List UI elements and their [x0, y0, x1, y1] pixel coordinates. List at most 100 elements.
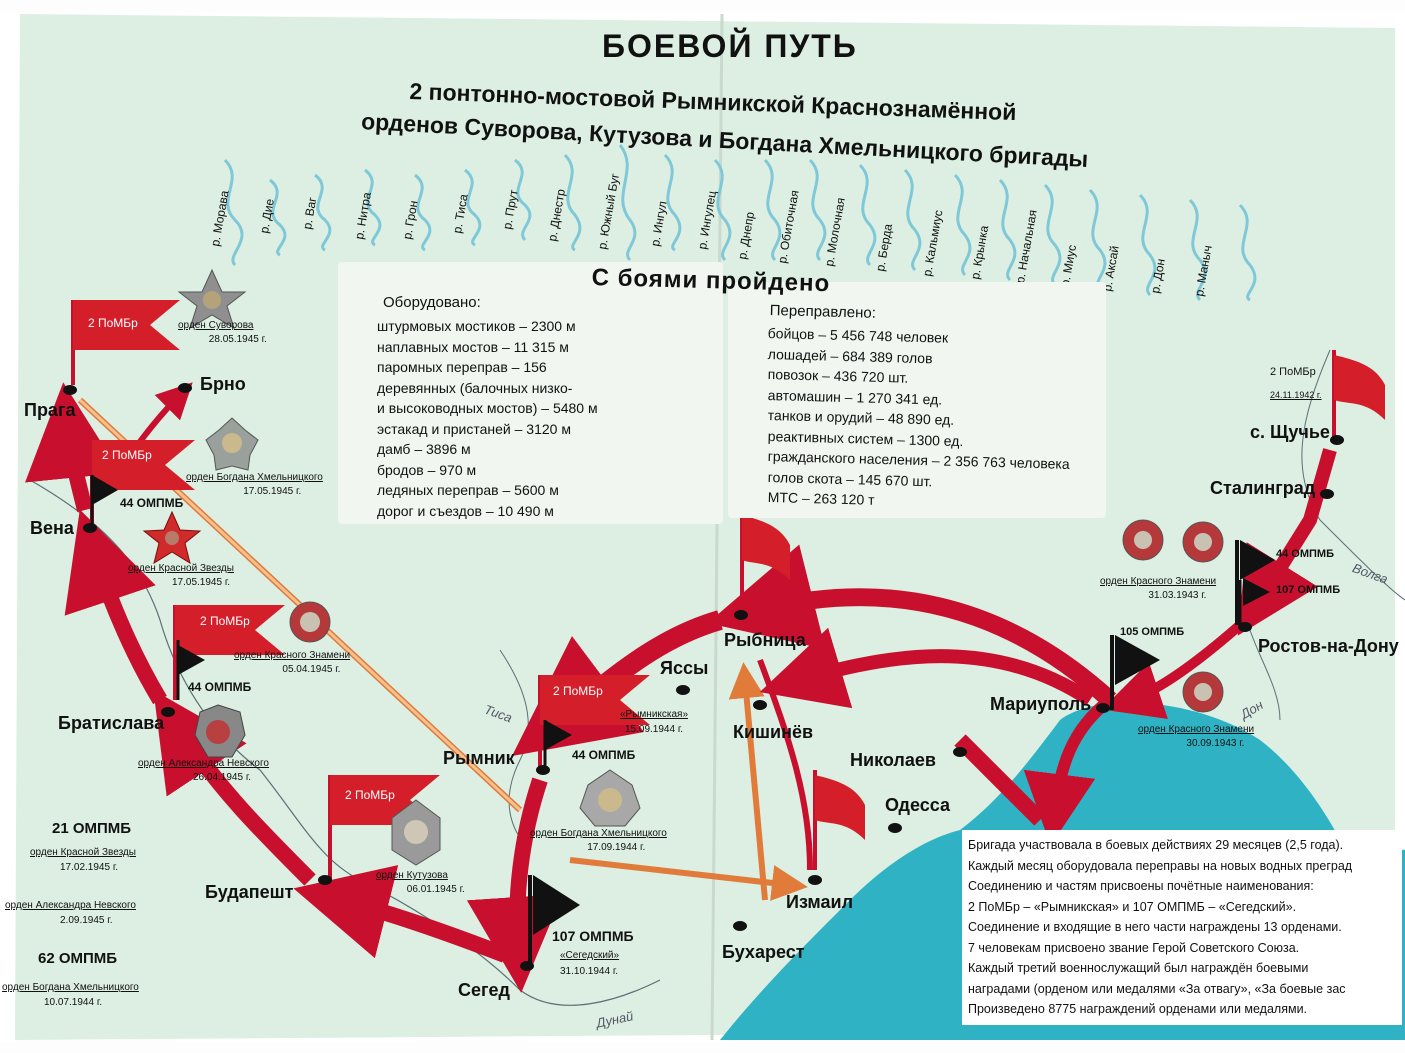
- red-flag-rymnik: [538, 675, 650, 770]
- black-flag-vienna: [90, 475, 118, 525]
- red-flag-shchuchye: [1332, 350, 1385, 440]
- orange-route-izmail-kishinev: [728, 662, 768, 901]
- award-name-4: орден Александра Невского: [138, 758, 269, 769]
- rymnikskaya-name: «Рымникская»: [620, 709, 689, 720]
- city-izmail: Измаил: [786, 892, 854, 912]
- info-line: Соединение и входящие в него части награ…: [968, 920, 1342, 934]
- info-line: наградами (орденом или медалями «За отва…: [968, 981, 1346, 996]
- award-name-1: орден Богдана Хмельницкого: [186, 472, 323, 483]
- city-mariupol: Мариуполь: [990, 694, 1092, 714]
- ferried-stats-box: [728, 282, 1106, 518]
- city-rybnitsa: Рыбница: [724, 630, 806, 650]
- flag-label-prague: 2 ПоМБр: [88, 316, 138, 330]
- award-name-7: орден Красного Знамени: [1100, 576, 1217, 587]
- equipped-item: дамб – 3896 м: [377, 441, 471, 457]
- route-budapest-bratislava: [153, 690, 316, 886]
- equipped-item: и высоководных мостов) – 5480 м: [377, 400, 598, 416]
- award-name-3: орден Красного Знамени: [234, 650, 351, 661]
- medal-red-banner-4-icon: [1182, 671, 1224, 713]
- info-line: 7 человекам присвоено звание Герой Совет…: [968, 940, 1300, 955]
- city-rymnik: Рымник: [443, 748, 515, 768]
- unit-44-rymnik: 44 ОМПМБ: [572, 748, 636, 762]
- medal-nevsky-icon: [194, 704, 246, 758]
- unit-105-mariupol: 105 ОМПМБ: [1120, 626, 1185, 638]
- medal-khmelnitsky-2-icon: [579, 769, 641, 827]
- award-name-5: орден Кутузова: [376, 870, 448, 881]
- award-date-6: 17.09.1944 г.: [587, 842, 646, 853]
- medal-khmelnitsky-icon: [205, 417, 259, 471]
- black-flag-mariupol: [1110, 635, 1160, 710]
- medal-suvorov-icon: [177, 268, 247, 330]
- unit-44-bratislava: 44 ОМПМБ: [188, 680, 252, 694]
- legend-21-order2: орден Александра Невского: [5, 900, 136, 911]
- equipped-item: дорог и съездов – 10 490 м: [377, 502, 554, 519]
- medal-red-banner-icon: [289, 601, 331, 643]
- medal-red-banner-3-icon: [1182, 521, 1224, 563]
- medal-red-star-icon: [142, 510, 202, 565]
- award-date-2: 17.05.1945 г.: [172, 577, 231, 588]
- black-flag-bratislava: [176, 640, 205, 700]
- equipped-item: эстакад и пристаней – 3120 м: [377, 420, 571, 437]
- award-name-6: орден Богдана Хмельницкого: [530, 828, 667, 839]
- city-budapest: Будапешт: [205, 882, 294, 902]
- city-bucharest: Бухарест: [722, 942, 805, 962]
- legend-62-order: орден Богдана Хмельницкого: [2, 982, 139, 993]
- flag-label-rymnik: 2 ПоМБр: [553, 684, 603, 698]
- route-nikolaev: [954, 734, 1046, 826]
- equipped-item: паромных переправ – 156: [377, 359, 547, 375]
- medal-red-banner-2-icon: [1122, 519, 1164, 561]
- red-flag-izmail: [813, 770, 865, 870]
- award-date-1: 17.05.1945 г.: [243, 486, 302, 497]
- city-bratislava: Братислава: [58, 713, 165, 733]
- unit-107-szeged: 107 ОМПМБ: [552, 928, 634, 944]
- start-date: 24.11.1942 г.: [1270, 390, 1322, 400]
- route-szeged-budapest: [293, 865, 508, 963]
- legend-62-date: 10.07.1944 г.: [44, 997, 103, 1008]
- orange-route-szeged-izmail: [569, 857, 808, 901]
- equipped-stats-box: [338, 262, 723, 524]
- medal-kutuzov-icon: [391, 799, 441, 866]
- route-rymnik-szeged: [466, 777, 563, 993]
- route-to-rybnitsa-2: [759, 627, 1094, 709]
- award-date-4: 26.04.1945 г.: [193, 772, 252, 783]
- city-odessa: Одесса: [885, 795, 951, 815]
- city-brno: Брно: [200, 374, 246, 394]
- award-name-2: орден Красной Звезды: [128, 563, 234, 574]
- info-line: Каждый месяц оборудовала переправы на но…: [968, 858, 1353, 873]
- award-date-0: 28.05.1945 г.: [208, 334, 267, 345]
- city-vienna: Вена: [30, 518, 74, 538]
- info-line: Бригада участвовала в боевых действиях 2…: [968, 838, 1344, 852]
- city-kishinev: Кишинёв: [733, 722, 814, 742]
- unit-44-rostov: 44 ОМПМБ: [1276, 548, 1334, 560]
- equipped-item: бродов – 970 м: [377, 461, 477, 478]
- info-line: 2 ПоМБр – «Рымникская» и 107 ОМПМБ – «Се…: [968, 899, 1297, 914]
- route-rybnitsa-izmail: [757, 658, 813, 871]
- info-line: Произведено 8775 награждений орденами ил…: [968, 1002, 1308, 1016]
- info-line: Каждый третий военнослужащий был награжд…: [968, 961, 1309, 975]
- legend-21-date: 17.02.1945 г.: [60, 862, 119, 873]
- don-river: [1249, 629, 1281, 721]
- red-flag-bratislava: [173, 605, 285, 700]
- award-date-3: 05.04.1945 г.: [282, 664, 341, 675]
- city-markers: [63, 383, 1344, 971]
- legend-21-date2: 2.09.1945 г.: [60, 915, 113, 926]
- route-bratislava-vienna: [64, 509, 167, 705]
- flag-label-budapest: 2 ПоМБр: [345, 788, 395, 802]
- equipped-label: Оборудовано:: [383, 294, 481, 311]
- legend-21-order: орден Красной Звезды: [30, 847, 136, 858]
- city-szeged: Сегед: [458, 980, 510, 1000]
- black-flag-szeged: [528, 875, 580, 965]
- award-date-5: 06.01.1945 г.: [406, 884, 465, 895]
- legend-62-title: 62 ОМПМБ: [38, 950, 118, 967]
- ferried-item: МТС – 263 120 т: [767, 489, 875, 508]
- equipped-item: наплавных мостов – 11 315 м: [377, 338, 569, 355]
- unit-44-vienna: 44 ОМПМБ: [120, 496, 184, 510]
- flag-label-shchuchye: 2 ПоМБр: [1270, 366, 1316, 378]
- route-vienna-prague: [25, 382, 121, 512]
- segedsky-date: 31.10.1944 г.: [560, 966, 619, 977]
- river-icons: [223, 144, 1257, 302]
- award-date-7: 31.03.1943 г.: [1148, 590, 1207, 601]
- route-mariupol-rybnitsa: [707, 544, 1117, 707]
- award-date-8: 30.09.1943 г.: [1186, 738, 1245, 749]
